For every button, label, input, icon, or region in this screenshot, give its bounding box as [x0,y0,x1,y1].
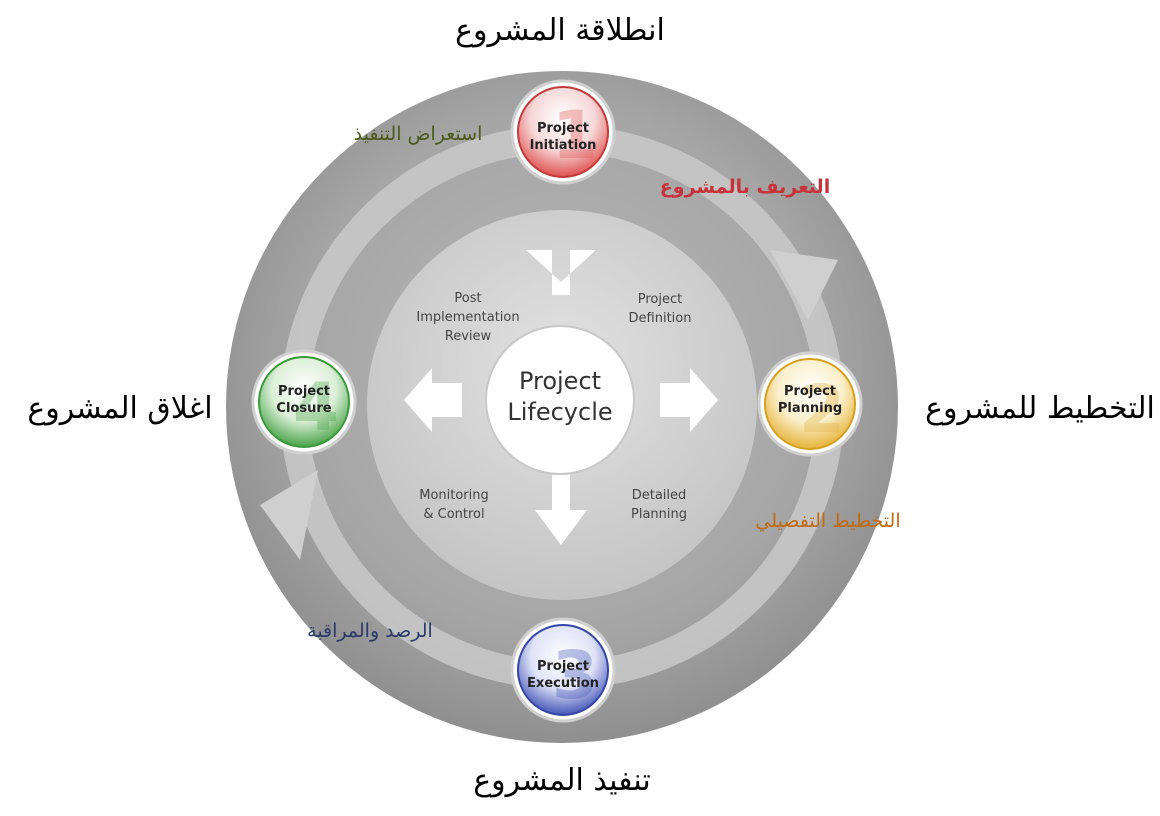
inner-label-definition-line1: Project [638,292,682,307]
phase-planning-line2: Planning [778,401,842,416]
inner-label-detailed-line1: Detailed [632,488,687,503]
phase-initiation-line1: Project [537,121,589,136]
center-label-line2: Lifecycle [507,398,612,426]
phase-execution-line1: Project [537,659,589,674]
inner-label-post-line2: Implementation [416,310,519,325]
flow-arrow-to-planning [770,250,838,320]
arrow-left [404,368,462,432]
phase-node-closure: 4 Project Closure [251,349,357,455]
inner-label-post-line3: Review [445,329,492,344]
annotation-definition: التعريف بالمشروع [660,176,830,198]
center-label-line1: Project [519,367,601,395]
annotation-detailed: التخطيط التفصيلي [755,510,900,532]
phase-node-execution: 3 Project Execution [510,617,616,723]
annotation-monitoring: الرصد والمراقبة [307,620,433,642]
phase-planning-line1: Project [784,384,836,399]
phase-initiation-line2: Initiation [530,138,597,153]
phase-numeral-1: 1 [552,97,598,174]
annotation-outer-left: اغلاق المشروع [27,391,212,426]
inner-label-post-line1: Post [454,291,481,306]
phase-node-planning: 2 Project Planning [757,351,863,457]
phase-node-initiation: 1 Project Initiation [510,79,616,185]
arrow-down [535,465,587,545]
phase-numeral-2: 2 [799,371,845,448]
inner-label-detailed-line2: Planning [631,507,687,522]
flow-arrow-to-closure [260,470,318,560]
annotation-outer-right: التخطيط للمشروع [925,391,1155,426]
phase-closure-line2: Closure [276,401,331,416]
annotation-outer-bottom: تنفيذ المشروع [473,763,650,798]
arrow-right [660,368,718,432]
arrow-up [526,250,596,295]
inner-label-definition-line2: Definition [629,311,692,326]
phase-execution-line2: Execution [527,676,599,691]
center-circle [485,325,635,475]
phase-closure-line1: Project [278,384,330,399]
phase-numeral-3: 3 [552,637,598,714]
phase-numeral-4: 4 [293,369,339,446]
inner-label-monitoring-line1: Monitoring [419,488,489,503]
annotation-review: استعراض التنفيذ [354,123,483,145]
annotation-outer-top: انطلاقة المشروع [455,13,665,48]
inner-label-monitoring-line2: & Control [423,507,484,522]
